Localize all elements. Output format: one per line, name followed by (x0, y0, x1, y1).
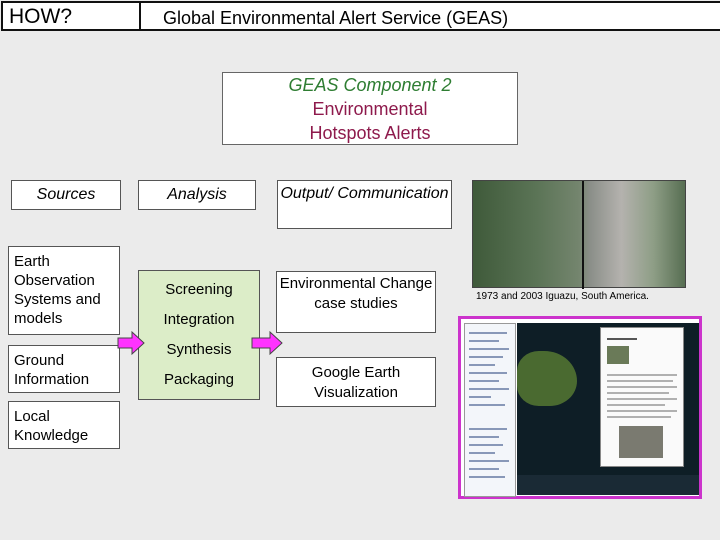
output-google-earth: Google Earth Visualization (276, 357, 436, 407)
source-earth-observation: Earth Observation Systems and models (8, 246, 120, 335)
source-local-knowledge: Local Knowledge (8, 401, 120, 449)
status-bar (517, 475, 699, 495)
info-balloon (600, 327, 684, 467)
places-sidebar (464, 323, 516, 497)
output-case-studies: Environmental Change case studies (276, 271, 436, 333)
step-screening: Screening (139, 281, 259, 298)
sources-header: Sources (11, 180, 121, 210)
arrow-analysis-to-output (252, 330, 288, 358)
output-header: Output/ Communication (277, 180, 452, 229)
analysis-steps-box: Screening Integration Synthesis Packagin… (138, 270, 260, 400)
component-box: GEAS Component 2 Environmental Hotspots … (222, 72, 518, 145)
analysis-header: Analysis (138, 180, 256, 210)
how-label: HOW? (1, 1, 141, 31)
step-synthesis: Synthesis (139, 341, 259, 358)
image-divider (582, 181, 584, 289)
page-title: Global Environmental Alert Service (GEAS… (141, 1, 720, 31)
globe-view (517, 323, 699, 495)
step-packaging: Packaging (139, 371, 259, 388)
component-subtitle-1: Environmental (223, 97, 517, 121)
map-overlay (517, 351, 577, 406)
component-subtitle-2: Hotspots Alerts (223, 121, 517, 145)
step-integration: Integration (139, 311, 259, 328)
satellite-comparison-image (472, 180, 686, 288)
google-earth-screenshot (458, 316, 702, 499)
source-ground-information: Ground Information (8, 345, 120, 393)
image-caption: 1973 and 2003 Iguazu, South America. (476, 291, 716, 302)
arrow-sources-to-analysis (118, 330, 148, 358)
component-title: GEAS Component 2 (223, 73, 517, 97)
